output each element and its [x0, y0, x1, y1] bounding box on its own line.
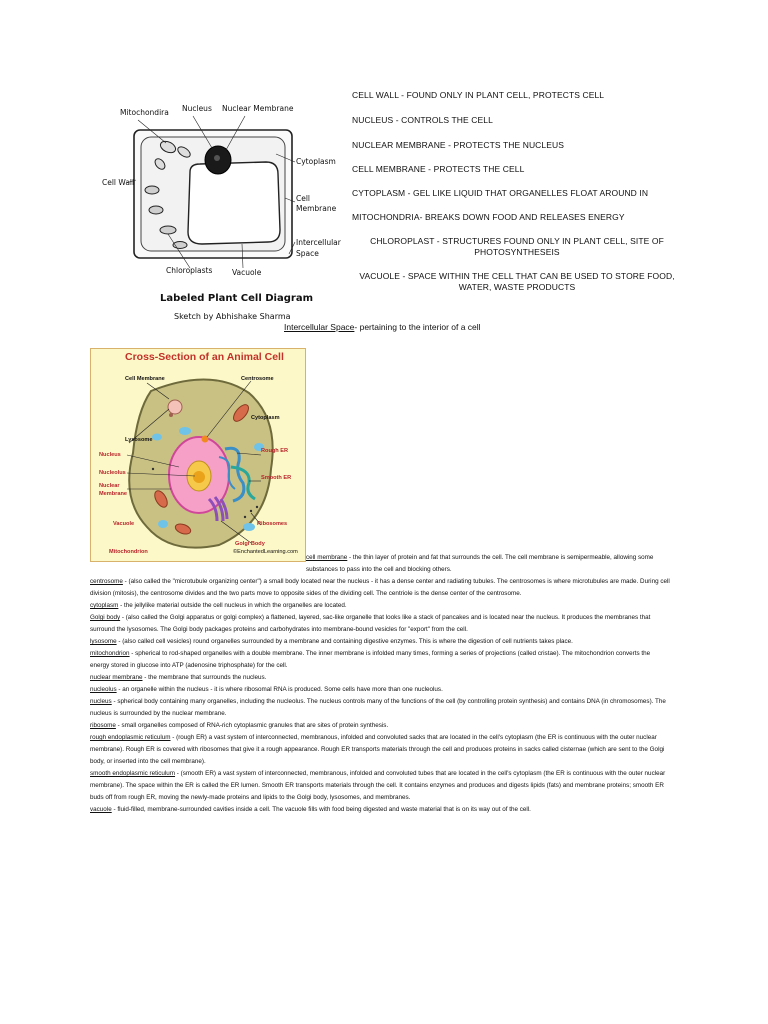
glossary-entry: centrosome - (also called the "microtubu… [90, 576, 670, 600]
glossary-text: - small organelles composed of RNA-rich … [115, 722, 389, 729]
animal-cell-diagram: Cross-Section of an Animal Cell Cell Mem… [90, 348, 306, 562]
label-chloroplasts: Chloroplasts [166, 266, 213, 275]
glossary-text: - (rough ER) a vast system of interconne… [90, 734, 665, 765]
label-credit: ©EnchantedLearning.com [233, 549, 298, 555]
plant-cell-diagram: Mitochondira Nucleus Nuclear Membrane Cy… [90, 80, 341, 330]
label-animal-nucleus: Nucleus [99, 452, 121, 458]
definition-mitochondria: MITOCHONDRIA- BREAKS DOWN FOOD AND RELEA… [352, 212, 625, 222]
glossary-text: - the jellylike material outside the cel… [118, 602, 347, 609]
label-vacuole: Vacuole [232, 268, 262, 277]
definition-cell-membrane: CELL MEMBRANE - PROTECTS THE CELL [352, 164, 525, 174]
plant-diagram-title: Labeled Plant Cell Diagram [160, 293, 313, 304]
glossary-text: - (smooth ER) a vast system of interconn… [90, 770, 666, 801]
glossary-entry: nuclear membrane - the membrane that sur… [90, 672, 670, 684]
label-intercellular-line1: Intercellular [296, 238, 341, 247]
glossary-term: nucleus [90, 698, 112, 705]
label-smooth-er: Smooth ER [261, 475, 292, 481]
label-nucleus: Nucleus [182, 104, 212, 113]
glossary-entry: vacuole - fluid-filled, membrane-surroun… [90, 804, 670, 816]
definition-nuclear-membrane: NUCLEAR MEMBRANE - PROTECTS THE NUCLEUS [352, 140, 565, 150]
glossary-term: Golgi body [90, 614, 121, 621]
plant-diagram-subtitle: Sketch by Abhishake Sharma [174, 312, 291, 321]
label-lysosome: Lysosome [125, 437, 153, 443]
glossary-text: - (also called the Golgi apparatus or go… [90, 614, 651, 633]
glossary-entry: cell membrane - the thin layer of protei… [90, 552, 670, 576]
glossary-text: - an organelle within the nucleus - it i… [116, 686, 443, 693]
label-animal-cell-membrane: Cell Membrane [125, 376, 165, 382]
label-mitochondrion: Mitochondrion [109, 549, 148, 555]
glossary-text: - the thin layer of protein and fat that… [306, 554, 654, 573]
label-nucleolus: Nucleolus [99, 470, 126, 476]
label-golgi-body: Golgi Body [235, 541, 265, 547]
definition-vacuole: VACUOLE - SPACE WITHIN THE CELL THAT CAN… [359, 271, 675, 292]
label-centrosome: Centrosome [241, 376, 274, 382]
glossary-text: - (also called cell vesicles) round orga… [116, 638, 573, 645]
label-animal-cytoplasm: Cytoplasm [251, 415, 280, 421]
label-animal-vacuole: Vacuole [113, 521, 135, 527]
glossary-text: - (also called the "microtubule organizi… [90, 578, 670, 597]
glossary-entry: ribosome - small organelles composed of … [90, 720, 670, 732]
label-cell-membrane-line1: Cell [296, 194, 311, 203]
label-cytoplasm: Cytoplasm [296, 157, 336, 166]
glossary-term: nucleolus [90, 686, 117, 693]
label-nuclear-membrane-line2: Membrane [99, 491, 127, 497]
label-cell-membrane-line2: Membrane [296, 204, 337, 213]
glossary-entry: nucleolus - an organelle within the nucl… [90, 684, 670, 696]
glossary-term: rough endoplasmic reticulum [90, 734, 171, 741]
label-ribosomes: Ribosomes [257, 521, 288, 527]
glossary-term: smooth endoplasmic reticulum [90, 770, 176, 777]
definition-chloroplast: CHLOROPLAST - STRUCTURES FOUND ONLY IN P… [370, 236, 664, 257]
glossary-text: - spherical to rod-shaped organelles wit… [90, 650, 651, 669]
animal-diagram-title: Cross-Section of an Animal Cell [125, 351, 284, 363]
glossary-entry: nucleus - spherical body containing many… [90, 696, 670, 720]
glossary-term: mitochondrion [90, 650, 130, 657]
glossary-term: vacuole [90, 806, 112, 813]
intercellular-space-definition: Intercellular Space- pertaining to the i… [284, 322, 481, 332]
definition-cytoplasm: CYTOPLASM - GEL LIKE LIQUID THAT ORGANEL… [352, 188, 649, 198]
label-mitochondria: Mitochondira [120, 108, 169, 117]
definition-cell-wall: CELL WALL - FOUND ONLY IN PLANT CELL, PR… [352, 90, 605, 100]
glossary-term: cytoplasm [90, 602, 119, 609]
glossary-term: nuclear membrane [90, 674, 143, 681]
glossary-term: lysosome [90, 638, 117, 645]
label-nuclear-membrane-line1: Nuclear [99, 483, 120, 489]
glossary-term: cell membrane [306, 554, 348, 561]
animal-cell-drawing [126, 378, 274, 549]
glossary-entry: mitochondrion - spherical to rod-shaped … [90, 648, 670, 672]
definition-nucleus: NUCLEUS - CONTROLS THE CELL [352, 115, 493, 125]
glossary-term: centrosome [90, 578, 123, 585]
plant-cell-drawing [125, 115, 296, 269]
animal-cell-glossary: cell membrane - the thin layer of protei… [90, 552, 670, 816]
glossary-text: - the membrane that surrounds the nucleu… [142, 674, 267, 681]
glossary-text: - spherical body containing many organel… [90, 698, 666, 717]
intercellular-space-term: Intercellular Space [284, 322, 355, 332]
glossary-entry: Golgi body - (also called the Golgi appa… [90, 612, 670, 636]
label-intercellular-line2: Space [296, 249, 319, 258]
label-nuclear-membrane: Nuclear Membrane [222, 104, 294, 113]
glossary-entry: rough endoplasmic reticulum - (rough ER)… [90, 732, 670, 768]
glossary-entry: lysosome - (also called cell vesicles) r… [90, 636, 670, 648]
glossary-entry: smooth endoplasmic reticulum - (smooth E… [90, 768, 670, 804]
label-cell-wall: Cell Wall [102, 178, 135, 187]
label-rough-er: Rough ER [261, 448, 289, 454]
glossary-text: - fluid-filled, membrane-surrounded cavi… [111, 806, 531, 813]
glossary-term: ribosome [90, 722, 116, 729]
glossary-entry: cytoplasm - the jellylike material outsi… [90, 600, 670, 612]
intercellular-space-text: - pertaining to the interior of a cell [354, 322, 481, 332]
